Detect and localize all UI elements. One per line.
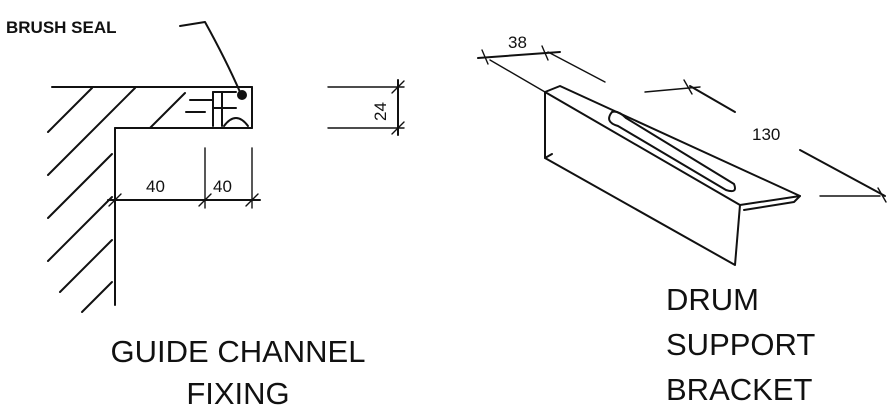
- dim-38: 38: [508, 33, 527, 52]
- drum-support-caption-line1: DRUM: [666, 282, 759, 317]
- brush-seal-dot: [237, 90, 247, 100]
- dim-40-left: 40: [146, 177, 165, 196]
- guide-channel-section: [185, 91, 249, 127]
- channel-height-dimension: [327, 79, 405, 136]
- brush-seal-leader: [179, 21, 241, 93]
- guide-channel-caption-line2: FIXING: [186, 376, 289, 409]
- bracket-width-dimension: [477, 45, 606, 93]
- dim-130: 130: [752, 125, 780, 144]
- drum-support-caption-line2: SUPPORT: [666, 327, 815, 362]
- guide-channel-fixing-detail: BRUSH SEAL: [6, 18, 405, 409]
- drum-support-caption-line3: BRACKET: [666, 372, 812, 407]
- channel-width-dimension: [107, 147, 261, 209]
- dim-40-right: 40: [213, 177, 232, 196]
- dim-24: 24: [371, 102, 390, 121]
- brush-seal-label: BRUSH SEAL: [6, 18, 117, 37]
- angle-bracket: [544, 85, 801, 266]
- wall-hatching: [47, 87, 186, 313]
- guide-channel-caption-line1: GUIDE CHANNEL: [111, 334, 366, 369]
- drum-support-bracket-detail: 38 130 DRUM SUPPORT BRACKET: [477, 33, 887, 407]
- bracket-length-dimension: [644, 79, 887, 203]
